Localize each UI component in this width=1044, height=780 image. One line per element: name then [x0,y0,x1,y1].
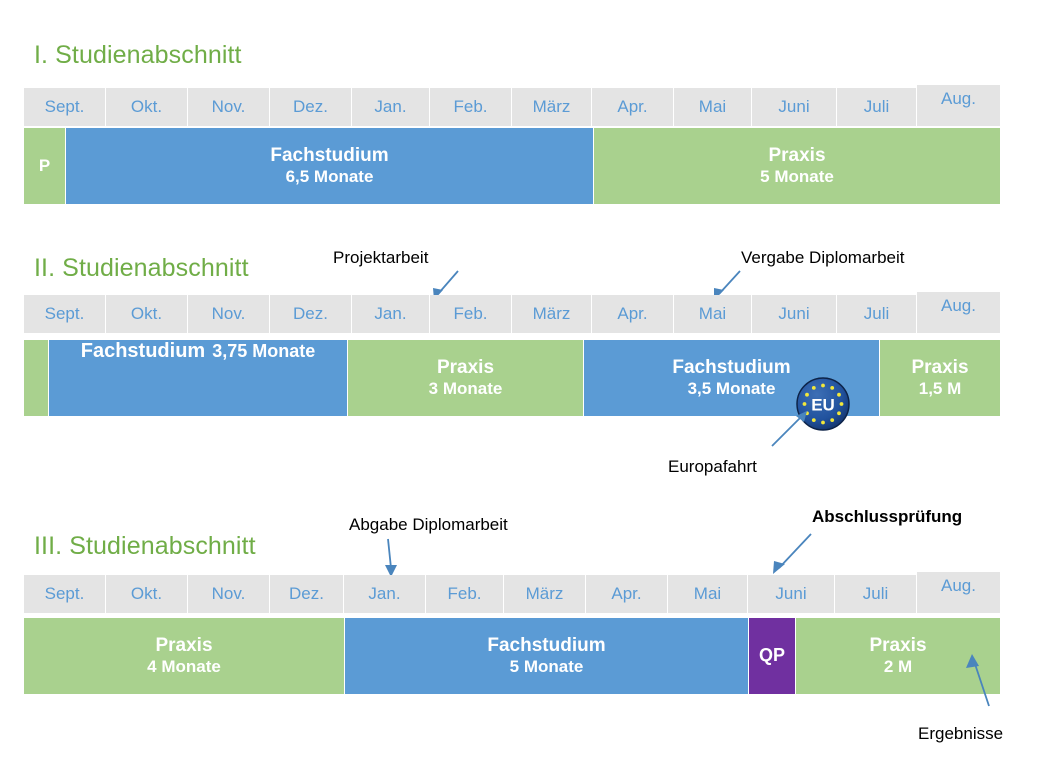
segment-praxis-2b: Praxis 1,5 M [880,340,1000,416]
segment-duration: 2 M [883,657,913,677]
arrow-ergebnisse-icon [966,654,990,707]
month-cell-dez: Dez. [270,575,343,613]
svg-text:EU: EU [811,396,835,415]
segment-praxis-3a: Praxis 4 Monate [24,618,344,694]
month-cell-juli: Juli [835,575,916,613]
section-title-3: III. Studienabschnitt [34,532,256,560]
segment-label: Praxis [911,356,969,378]
month-cell-juni: Juni [752,295,836,333]
annotation-vergabe-diplomarbeit: Vergabe Diplomarbeit [741,248,905,267]
segment-duration: 5 Monate [509,657,584,677]
month-cell-aug: Aug. [917,85,1000,126]
month-cell-juli: Juli [837,295,916,333]
month-cell-okt: Okt. [106,295,187,333]
segment-label: Praxis [436,356,495,378]
segment-fachstudium-3: Fachstudium 5 Monate [345,618,748,694]
month-cell-aug: Aug. [917,572,1000,613]
month-cell-sept: Sept. [24,295,105,333]
month-cell-nov: Nov. [188,575,269,613]
segment-duration: 5 Monate [760,167,834,187]
segment-label: QP [758,645,785,666]
month-cell-okt: Okt. [106,88,187,126]
month-cell-sept: Sept. [24,88,105,126]
segment-label: Fachstudium [80,340,206,362]
month-cell-apr: Apr. [592,295,673,333]
month-cell-apr: Apr. [592,88,673,126]
month-cell-dez: Dez. [270,295,351,333]
month-cell-apr: Apr. [586,575,667,613]
annotation-projektarbeit: Projektarbeit [333,248,429,267]
segment-label: Praxis [869,634,927,656]
month-cell-feb: Feb. [426,575,503,613]
month-cell-mai: Mai [668,575,747,613]
segment-label: Praxis [155,634,213,656]
segment-praxis-1: Praxis 5 Monate [594,128,1000,204]
month-cell-juni: Juni [752,88,836,126]
month-cell-maerz: März [504,575,585,613]
annotation-abschlusspruefung: Abschlussprüfung [812,507,963,526]
month-cell-maerz: März [512,88,591,126]
segment-lead-green-2 [24,340,48,416]
month-cell-juli: Juli [837,88,916,126]
section-title-2: II. Studienabschnitt [34,254,249,282]
segment-label: Praxis [768,144,826,166]
segment-duration: 3 Monate [428,379,503,399]
annotation-europafahrt: Europafahrt [668,457,757,476]
segment-duration: 4 Monate [147,657,221,677]
segment-praxis-2a: Praxis 3 Monate [348,340,583,416]
annotation-abgabe-diplomarbeit: Abgabe Diplomarbeit [349,515,508,534]
month-cell-jan: Jan. [352,88,429,126]
month-cell-maerz: März [512,295,591,333]
month-cell-aug: Aug. [917,292,1000,333]
segment-fachstudium-2a: Fachstudium 3,75 Monate [49,340,347,416]
month-cell-okt: Okt. [106,575,187,613]
arrow-abgabe-diplomarbeit-icon [385,538,397,577]
arrow-abschlusspruefung-icon [773,533,812,574]
segment-duration: 3,75 Monate [212,341,316,361]
month-cell-dez: Dez. [270,88,351,126]
month-cell-feb: Feb. [430,88,511,126]
segment-praxis-3b: Praxis 2 M [796,618,1000,694]
month-cell-sept: Sept. [24,575,105,613]
month-cell-mai: Mai [674,88,751,126]
section-title-1: I. Studienabschnitt [34,41,242,69]
segment-fachstudium-1: Fachstudium 6,5 Monate [66,128,593,204]
month-cell-jan: Jan. [352,295,429,333]
segment-qp-3: QP [749,618,795,694]
month-cell-nov: Nov. [188,88,269,126]
segment-duration: 6,5 Monate [285,167,374,187]
segment-duration: 3,5 Monate [687,379,776,399]
segment-label: Fachstudium [270,144,389,166]
month-cell-feb: Feb. [430,295,511,333]
month-cell-juni: Juni [748,575,834,613]
month-cell-mai: Mai [674,295,751,333]
segment-label: Fachstudium [672,356,791,378]
arrow-europafahrt-icon [771,411,807,447]
segment-label: Fachstudium [487,634,606,656]
month-cell-jan: Jan. [344,575,425,613]
segment-praxis-p-1: P [24,128,65,204]
segment-label: P [38,155,51,175]
annotation-ergebnisse: Ergebnisse [918,724,1004,743]
month-cell-nov: Nov. [188,295,269,333]
segment-duration: 1,5 M [918,379,962,399]
